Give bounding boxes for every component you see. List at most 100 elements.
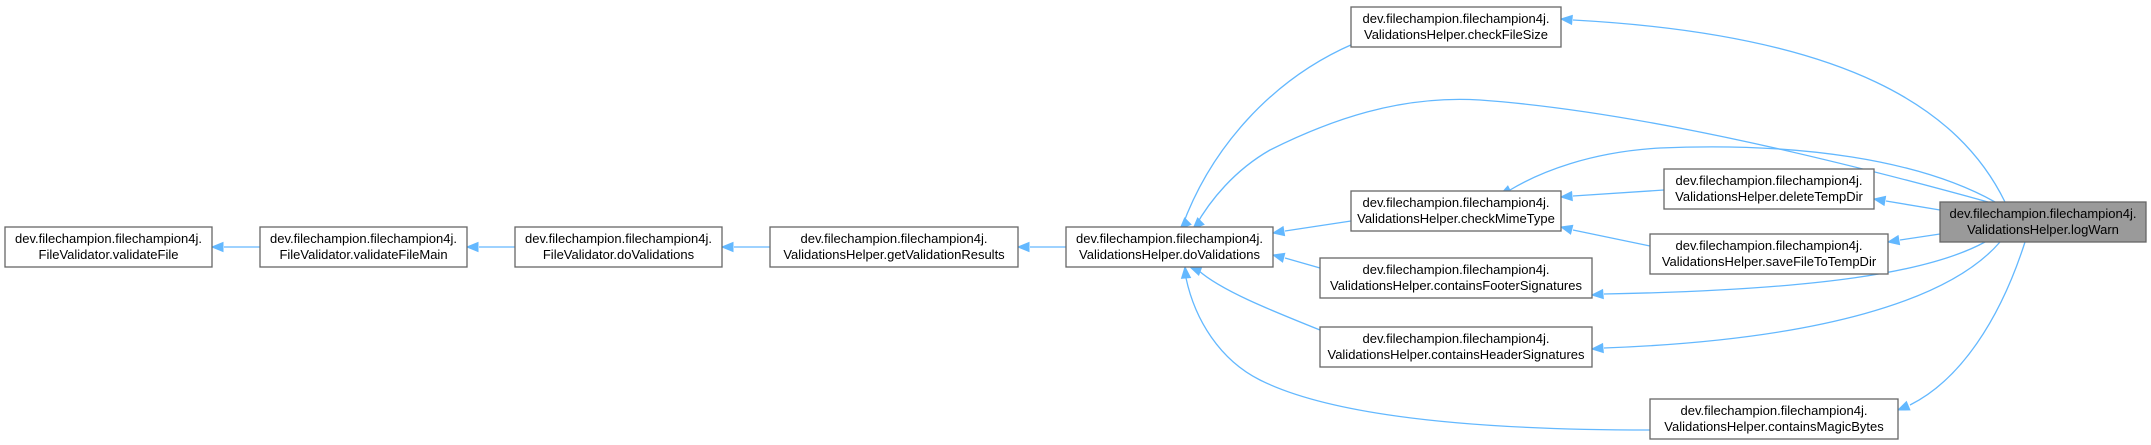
arrowhead-icon (720, 241, 734, 253)
edge-line (1197, 269, 1321, 331)
arrowhead-icon (1559, 14, 1573, 26)
node-label-line1: dev.filechampion.filechampion4j. (1676, 173, 1863, 188)
arrowhead-icon (1872, 195, 1887, 207)
edge-line (1185, 277, 1651, 431)
node-box (259, 226, 468, 268)
arrowhead-icon (1559, 190, 1573, 202)
edge-fvDoValidations-to-validateFileMain (465, 241, 515, 253)
arrowhead-icon (1590, 342, 1604, 354)
edge-containsFooterSignatures-to-vhDoValidations (1271, 252, 1321, 269)
edge-logWarn-to-saveFileToTempDir (1886, 233, 1941, 246)
node-checkFileSize[interactable]: dev.filechampion.filechampion4j.Validati… (1350, 6, 1562, 48)
edge-line (1572, 19, 2006, 203)
node-box (1350, 190, 1562, 232)
node-validateFile[interactable]: dev.filechampion.filechampion4j.FileVali… (4, 226, 213, 268)
node-checkMimeType[interactable]: dev.filechampion.filechampion4j.Validati… (1350, 190, 1562, 232)
node-label-line2: ValidationsHelper.checkMimeType (1357, 211, 1555, 226)
node-label-line2: ValidationsHelper.getValidationResults (783, 247, 1005, 262)
edges-layer (210, 14, 2026, 431)
node-validateFileMain[interactable]: dev.filechampion.filechampion4j.FileVali… (259, 226, 468, 268)
node-label-line2: FileValidator.validateFile (39, 247, 179, 262)
node-label-line1: dev.filechampion.filechampion4j. (1363, 331, 1550, 346)
node-containsMagicBytes[interactable]: dev.filechampion.filechampion4j.Validati… (1649, 398, 1899, 440)
edge-logWarn-to-checkFileSize (1559, 14, 2006, 203)
node-box (1649, 233, 1889, 275)
edge-vhDoValidations-to-getValidationResults (1016, 241, 1066, 253)
edge-line (1603, 241, 2001, 349)
node-label-line2: ValidationsHelper.doValidations (1079, 247, 1260, 262)
node-box (4, 226, 213, 268)
edge-line (1284, 220, 1352, 232)
edge-line (1284, 257, 1321, 269)
node-label-line2: FileValidator.doValidations (543, 247, 695, 262)
node-box (1065, 226, 1274, 268)
node-label-line2: ValidationsHelper.containsHeaderSignatur… (1327, 347, 1585, 362)
edge-line (1509, 146, 1996, 203)
edge-deleteTempDir-to-checkMimeType (1559, 189, 1665, 202)
nodes-layer: dev.filechampion.filechampion4j.FileVali… (4, 6, 2147, 440)
node-label-line1: dev.filechampion.filechampion4j. (801, 231, 988, 246)
arrowhead-icon (1886, 234, 1901, 246)
node-box (1319, 326, 1593, 368)
node-label-line2: ValidationsHelper.saveFileToTempDir (1662, 254, 1877, 269)
edge-saveFileToTempDir-to-checkMimeType (1559, 224, 1651, 247)
node-vhDoValidations[interactable]: dev.filechampion.filechampion4j.Validati… (1065, 226, 1274, 268)
edge-validateFileMain-to-validateFile (210, 241, 260, 253)
edge-line (1603, 241, 1986, 295)
node-label-line1: dev.filechampion.filechampion4j. (1950, 206, 2137, 221)
arrowhead-icon (1188, 266, 1203, 276)
node-logWarn[interactable]: dev.filechampion.filechampion4j.Validati… (1939, 201, 2147, 243)
node-box (514, 226, 723, 268)
edge-logWarn-to-containsHeaderSignatures (1590, 241, 2001, 354)
node-label-line2: ValidationsHelper.containsMagicBytes (1664, 419, 1884, 434)
arrowhead-icon (210, 241, 224, 253)
arrowhead-icon (465, 241, 479, 253)
edge-line (1572, 189, 1665, 197)
node-label-line1: dev.filechampion.filechampion4j. (1076, 231, 1263, 246)
arrowhead-icon (1590, 288, 1604, 300)
edge-logWarn-to-containsFooterSignatures (1590, 241, 1986, 300)
node-box (1939, 201, 2147, 243)
node-label-line2: ValidationsHelper.logWarn (1967, 222, 2119, 237)
edge-checkFileSize-to-vhDoValidations (1179, 43, 1354, 230)
node-label-line2: FileValidator.validateFileMain (279, 247, 447, 262)
node-label-line1: dev.filechampion.filechampion4j. (270, 231, 457, 246)
node-label-line1: dev.filechampion.filechampion4j. (1363, 195, 1550, 210)
node-fvDoValidations[interactable]: dev.filechampion.filechampion4j.FileVali… (514, 226, 723, 268)
edge-containsHeaderSignatures-to-vhDoValidations (1188, 266, 1321, 331)
edge-line (1194, 98, 1989, 228)
node-label-line2: ValidationsHelper.checkFileSize (1364, 27, 1548, 42)
node-containsHeaderSignatures[interactable]: dev.filechampion.filechampion4j.Validati… (1319, 326, 1593, 368)
edge-checkMimeType-to-vhDoValidations (1271, 220, 1352, 237)
node-box (1319, 257, 1593, 299)
edge-line (1181, 43, 1354, 228)
edge-line (1885, 200, 1941, 211)
node-label-line1: dev.filechampion.filechampion4j. (1363, 262, 1550, 277)
node-label-line1: dev.filechampion.filechampion4j. (15, 231, 202, 246)
edge-logWarn-to-deleteTempDir (1872, 195, 1941, 211)
arrowhead-icon (1271, 225, 1286, 237)
node-label-line2: ValidationsHelper.containsFooterSignatur… (1330, 278, 1582, 293)
node-getValidationResults[interactable]: dev.filechampion.filechampion4j.Validati… (769, 226, 1019, 268)
node-label-line1: dev.filechampion.filechampion4j. (1676, 238, 1863, 253)
arrowhead-icon (1271, 252, 1286, 263)
node-label-line2: ValidationsHelper.deleteTempDir (1675, 189, 1863, 204)
node-box (1350, 6, 1562, 48)
arrowhead-icon (1896, 400, 1911, 411)
node-saveFileToTempDir[interactable]: dev.filechampion.filechampion4j.Validati… (1649, 233, 1889, 275)
edge-containsMagicBytes-to-vhDoValidations (1180, 265, 1651, 431)
arrowhead-icon (1559, 224, 1574, 235)
node-box (769, 226, 1019, 268)
edge-logWarn-to-containsMagicBytes (1896, 241, 2026, 411)
arrowhead-icon (1016, 241, 1030, 253)
node-label-line1: dev.filechampion.filechampion4j. (1681, 403, 1868, 418)
edge-line (1899, 233, 1941, 241)
node-label-line1: dev.filechampion.filechampion4j. (525, 231, 712, 246)
edge-getValidationResults-to-fvDoValidations (720, 241, 770, 253)
edge-line (1909, 241, 2026, 406)
node-deleteTempDir[interactable]: dev.filechampion.filechampion4j.Validati… (1663, 168, 1875, 210)
edge-line (1572, 229, 1651, 247)
node-containsFooterSignatures[interactable]: dev.filechampion.filechampion4j.Validati… (1319, 257, 1593, 299)
arrowhead-icon (1180, 265, 1192, 279)
